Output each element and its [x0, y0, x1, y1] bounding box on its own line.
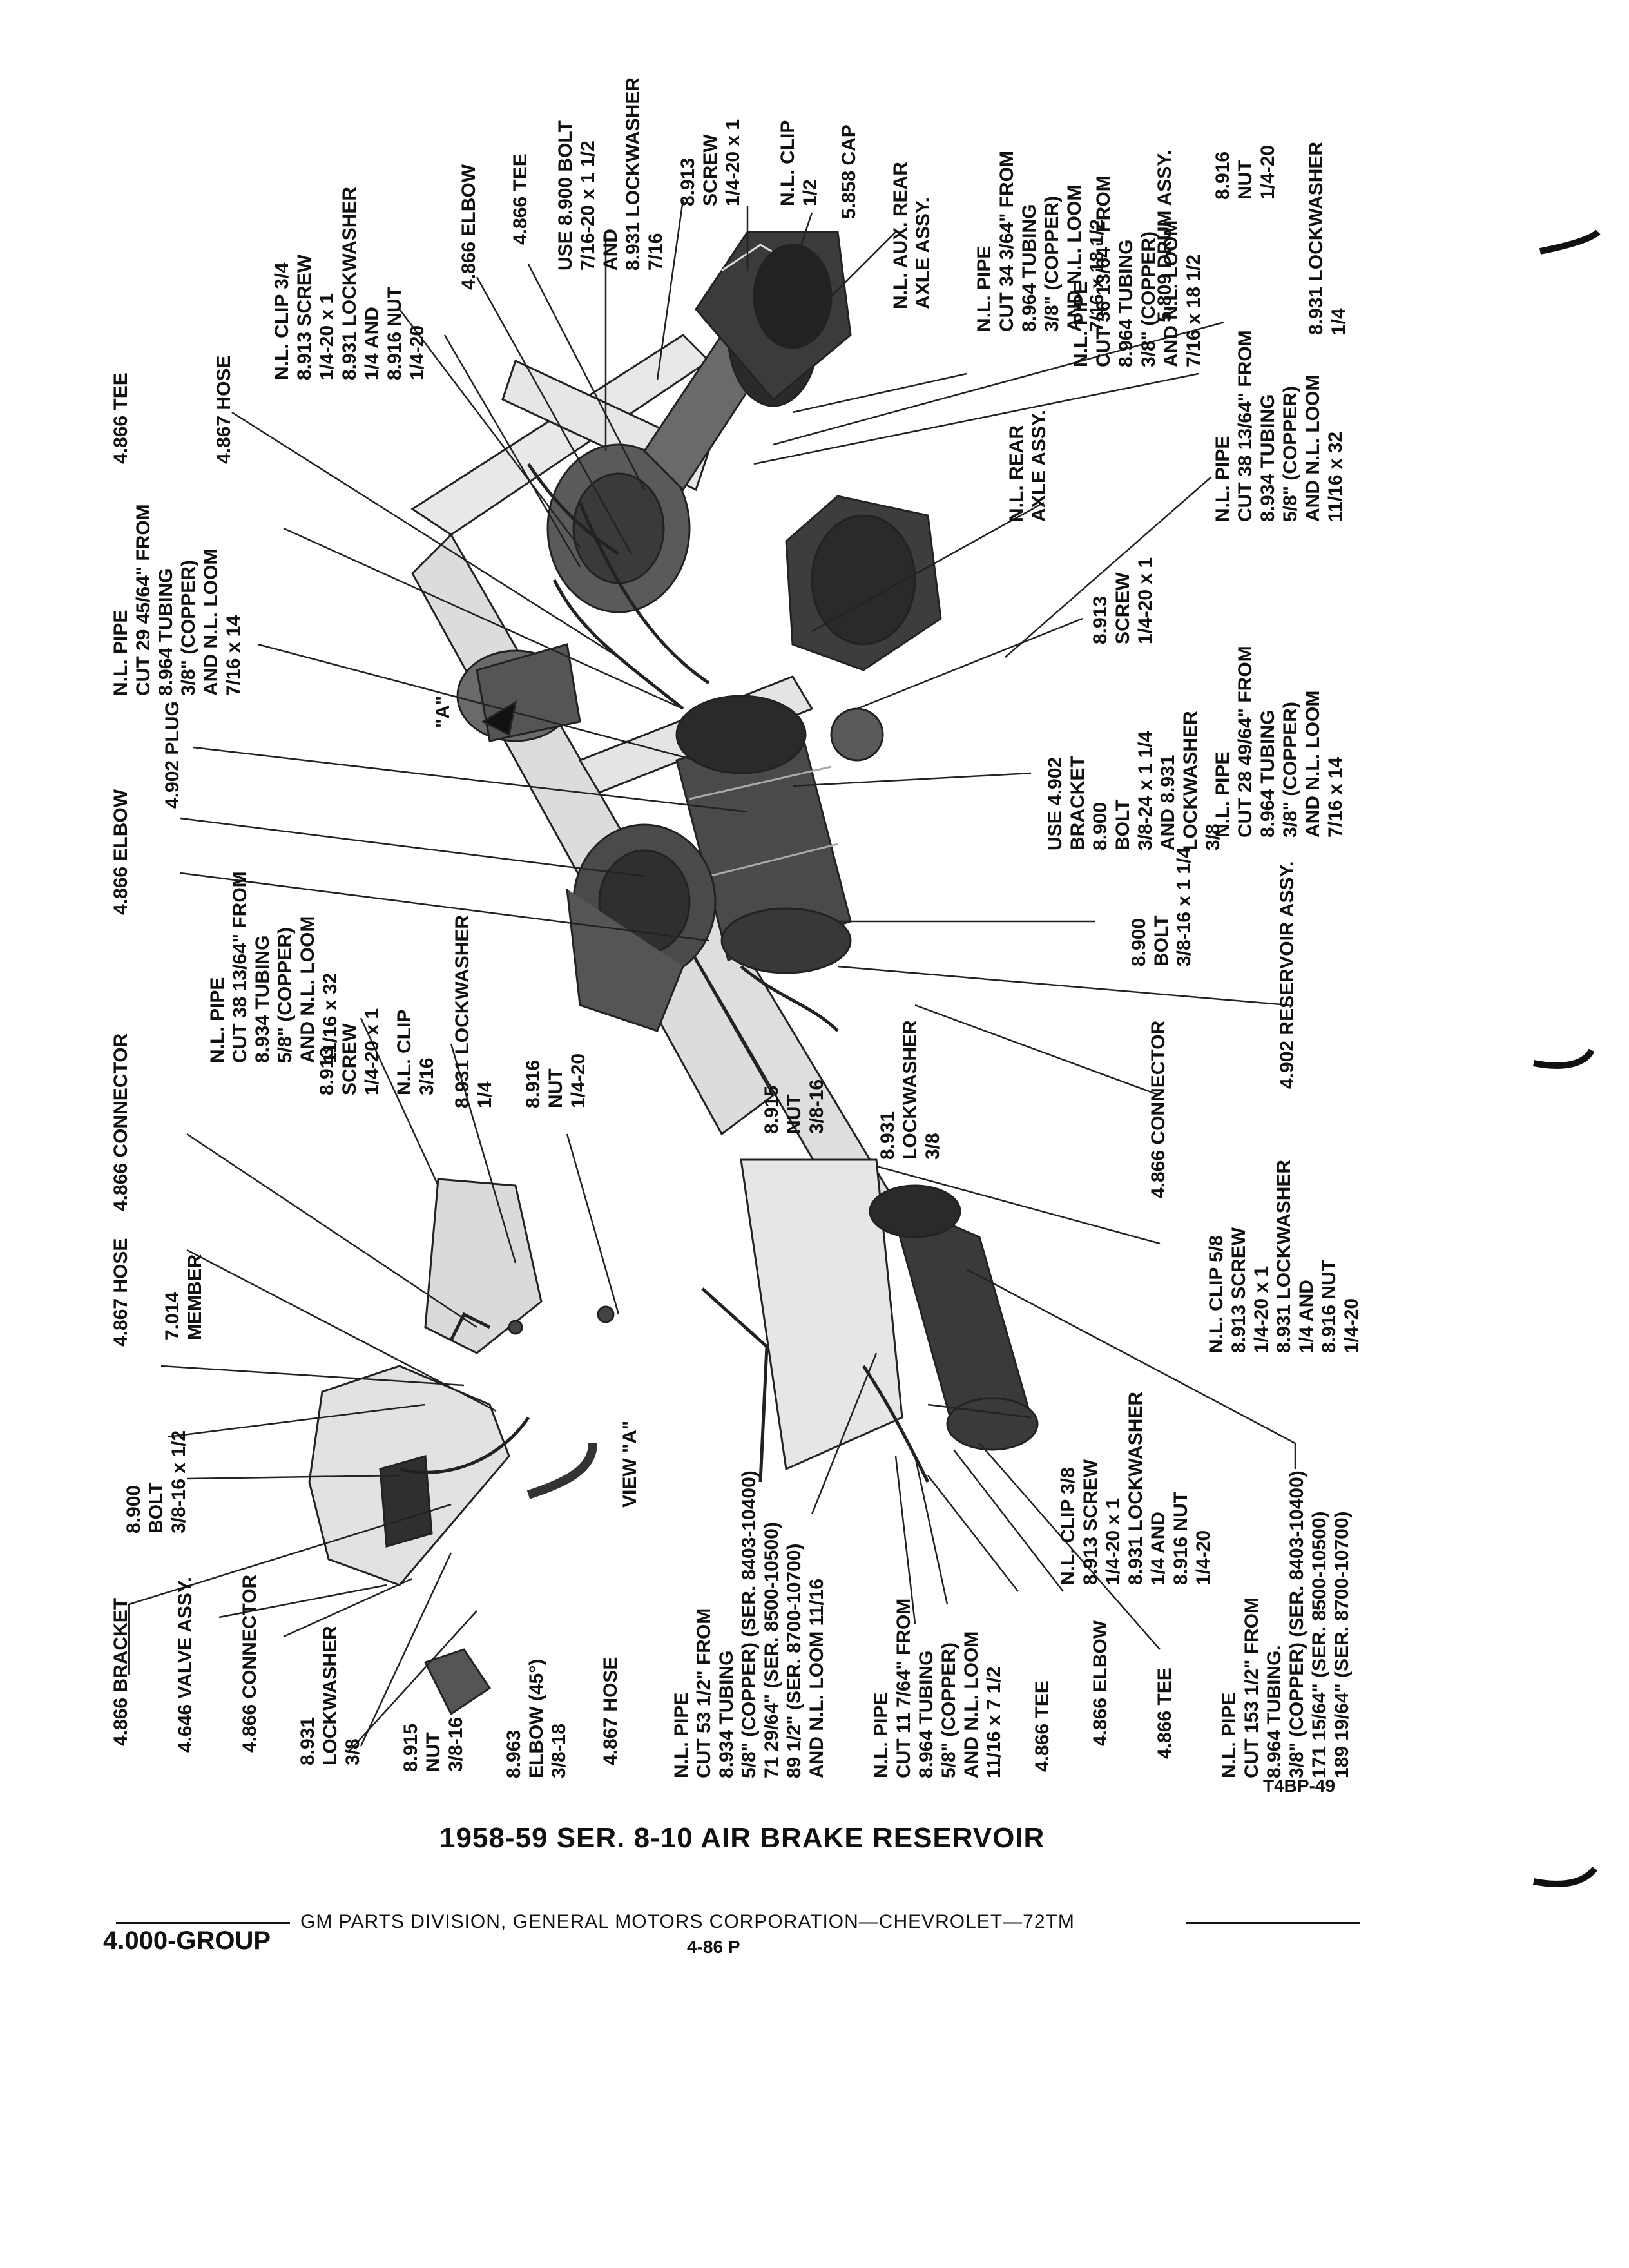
page-title: 1958-59 SER. 8-10 AIR BRAKE RESERVOIR [439, 1822, 1045, 1854]
reservoir-tank [675, 695, 852, 974]
footer-rule-left [116, 1922, 290, 1924]
footer-text: GM PARTS DIVISION, GENERAL MOTORS CORPOR… [300, 1911, 1075, 1932]
page-number: 4-86 P [687, 1937, 740, 1957]
footer-rule-right [1186, 1922, 1360, 1924]
brake-chamber [566, 823, 717, 1032]
group-label: 4.000-GROUP [103, 1927, 271, 1955]
view-a-assembly [308, 1178, 615, 1716]
lower-reservoir-view [701, 1158, 1039, 1483]
rear-axle-drum [785, 495, 942, 762]
leader-lines [128, 199, 1296, 1753]
figure-code: T4BP-49 [1263, 1776, 1336, 1796]
tubing [526, 463, 839, 1032]
view-arrow [481, 700, 517, 736]
